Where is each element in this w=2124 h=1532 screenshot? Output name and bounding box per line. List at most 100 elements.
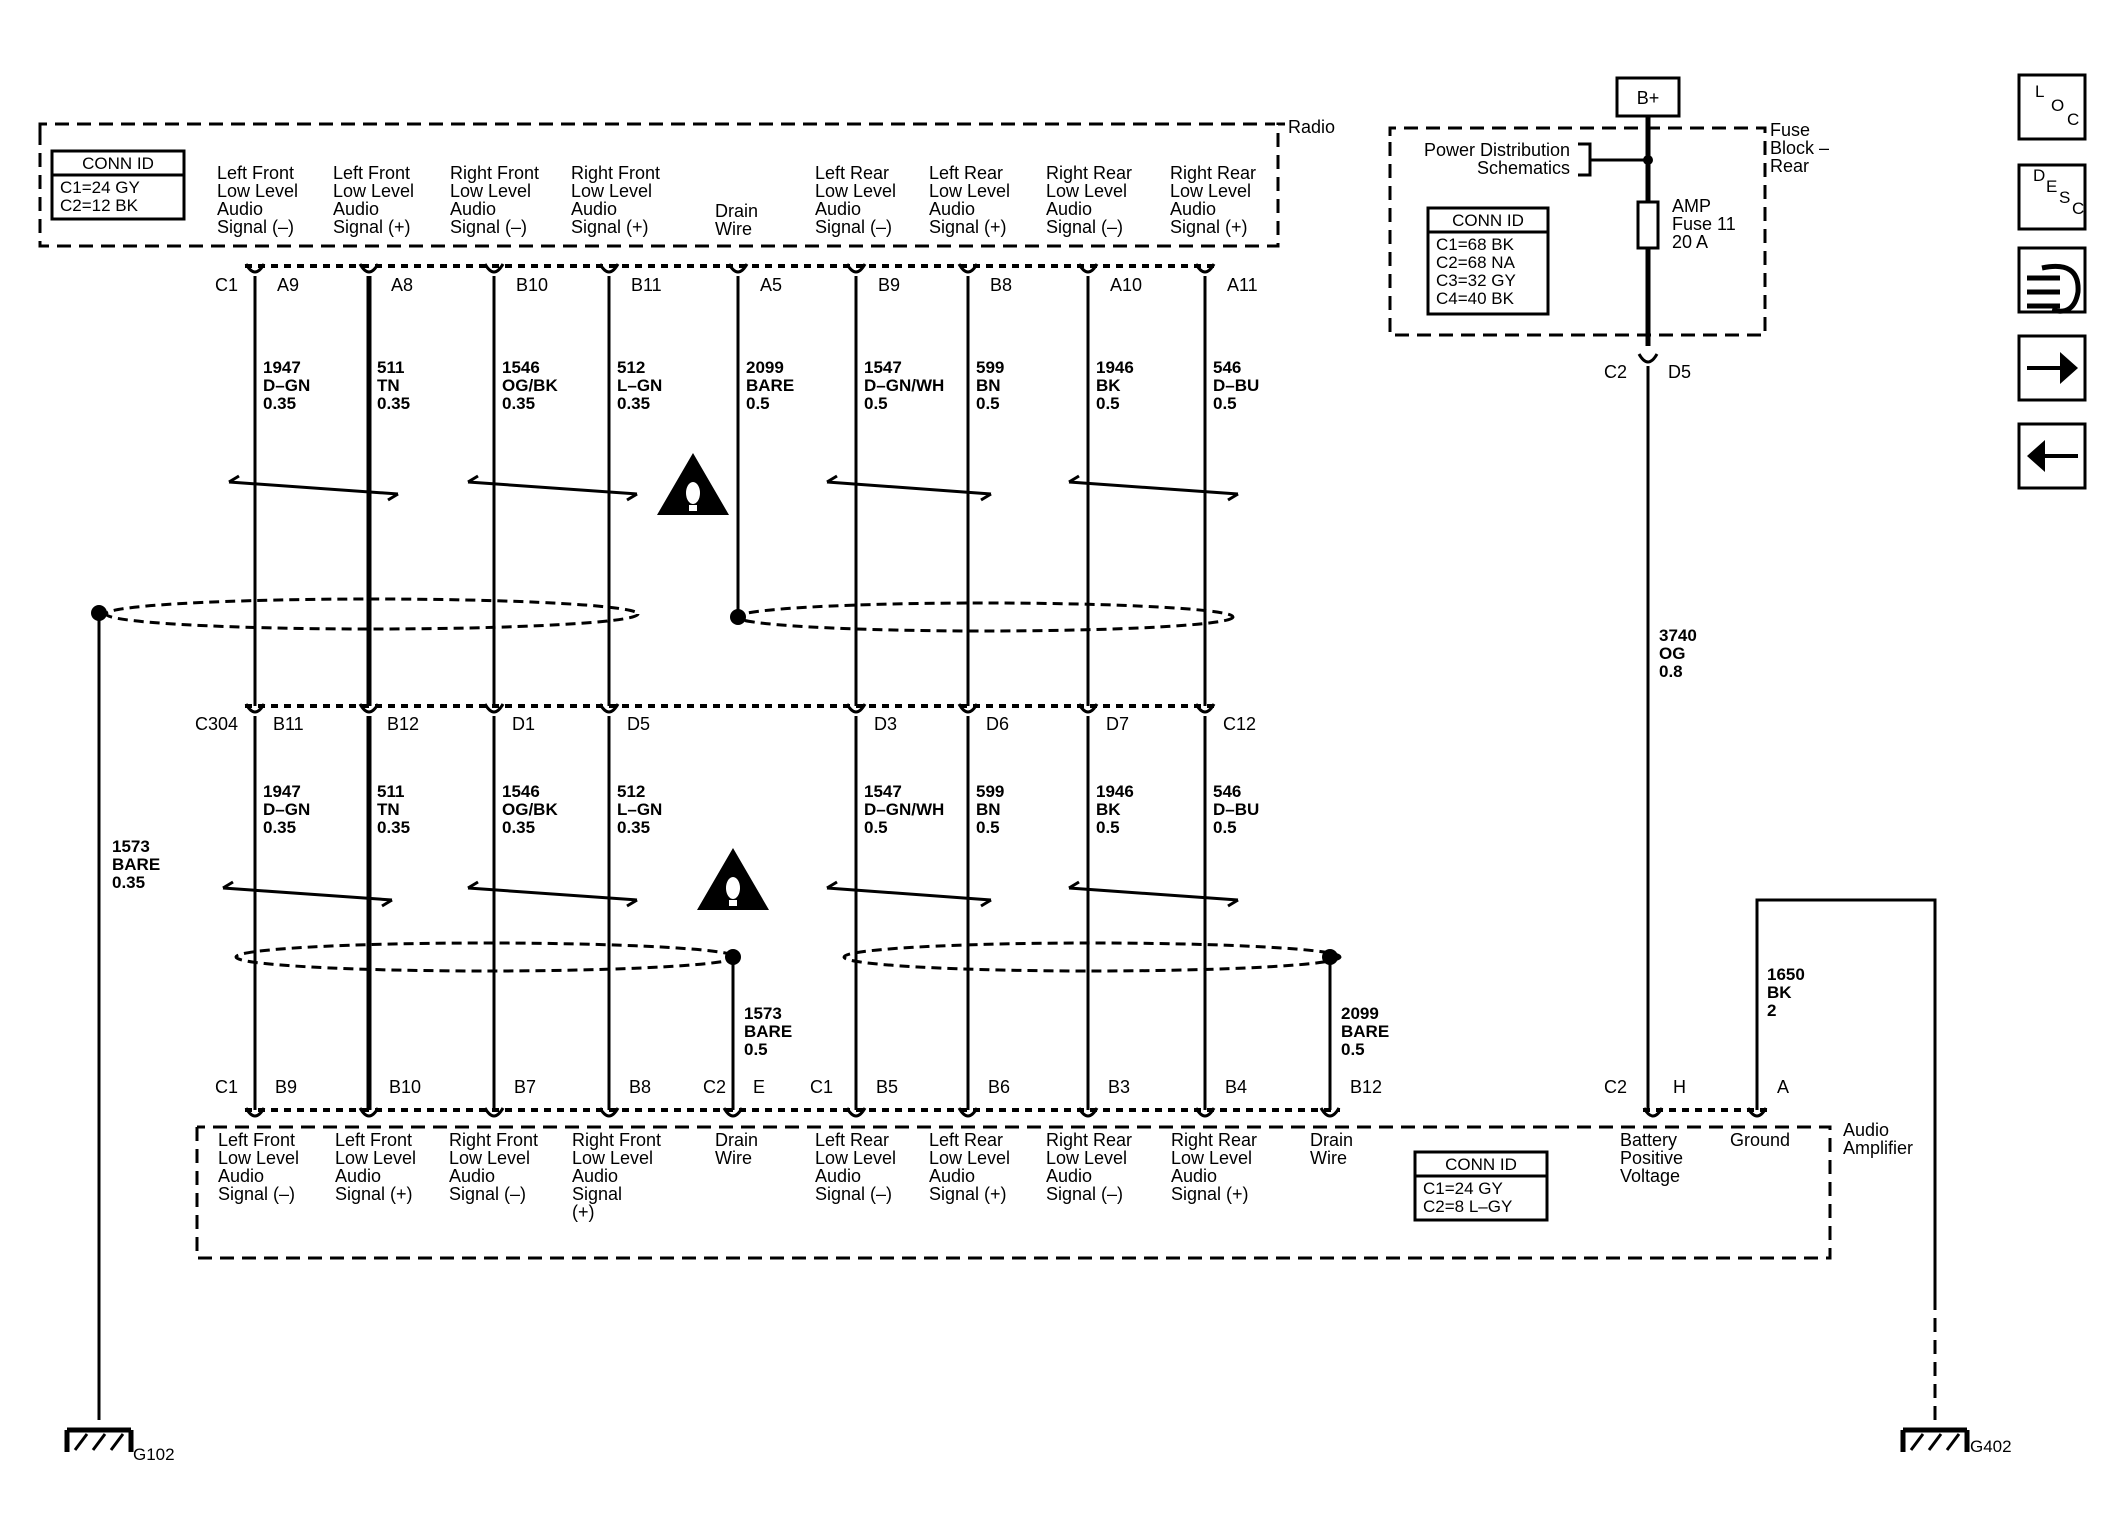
wire-label-lower-line: 1547 bbox=[864, 782, 902, 801]
radio-pin-label: A9 bbox=[277, 275, 299, 295]
loc-button-frame[interactable] bbox=[2017, 73, 2087, 141]
drain-wire-label-amp-left-line: 0.5 bbox=[744, 1040, 768, 1059]
amp-signal-label-line: Signal (+) bbox=[929, 1184, 1007, 1204]
wire-label-upper-line: OG/BK bbox=[502, 376, 558, 395]
wire-label-lower-line: 0.35 bbox=[377, 818, 410, 837]
fuse-block-pin-terminal bbox=[1637, 353, 1659, 364]
ground-symbol-g402 bbox=[1900, 1427, 1970, 1452]
drain-wire-label-g102-line: 1573 bbox=[112, 837, 150, 856]
twisted-pair-rr bbox=[1068, 474, 1239, 502]
radio-pin-label: A11 bbox=[1227, 275, 1258, 295]
wire-label-lower-line: D–GN bbox=[263, 800, 310, 819]
twist-line bbox=[1068, 886, 1239, 902]
wire-label-upper-line: 1946 bbox=[1096, 358, 1134, 377]
amp-signal-label-line: Audio bbox=[335, 1166, 381, 1186]
loc-button-letters: LOC bbox=[2035, 82, 2079, 129]
radio-signal-label-line: Low Level bbox=[450, 181, 531, 201]
radio-connector-c1: C1 bbox=[215, 275, 238, 295]
fuse-label-line: 20 A bbox=[1672, 232, 1708, 252]
amp-pin-label: A bbox=[1777, 1077, 1789, 1097]
wire-label-upper-line: BK bbox=[1096, 376, 1121, 395]
c304-pin-label: B12 bbox=[387, 714, 419, 734]
amp-signal-label-line: Battery bbox=[1620, 1130, 1677, 1150]
drain-wire-label-amp-right-line: 0.5 bbox=[1341, 1040, 1365, 1059]
desc-letter: E bbox=[2046, 177, 2057, 196]
twist-tick bbox=[626, 898, 638, 908]
radio-signal-label-line: Right Rear bbox=[1046, 163, 1132, 183]
wire-label-lower-line: 599 bbox=[976, 782, 1004, 801]
twisted-pair-lr-lower bbox=[826, 880, 992, 908]
left-arrow-icon bbox=[2027, 440, 2078, 472]
amp-signal-label-line: Right Rear bbox=[1046, 1130, 1132, 1150]
twist-line bbox=[467, 886, 638, 902]
desc-button[interactable] bbox=[2017, 163, 2087, 231]
right-arrow-icon bbox=[2027, 352, 2078, 384]
amp-signal-label-line: Signal (–) bbox=[449, 1184, 526, 1204]
radio-pin-terminal bbox=[598, 263, 620, 274]
amp-signal-label-line: Voltage bbox=[1620, 1166, 1680, 1186]
amp-pin-terminal bbox=[1077, 1107, 1099, 1118]
amp-pin-label: B4 bbox=[1225, 1077, 1247, 1097]
desc-letter: D bbox=[2033, 166, 2045, 185]
conn-id-header: CONN ID bbox=[1452, 211, 1524, 230]
wire-label-lower-line: 1947 bbox=[263, 782, 301, 801]
fuse-block-connector: C2 bbox=[1604, 362, 1627, 382]
conn-id-line: C1=24 GY bbox=[60, 178, 140, 197]
fuse-block-title-line: Block – bbox=[1770, 138, 1829, 158]
loc-letter: L bbox=[2035, 82, 2044, 101]
c304-pin-terminal bbox=[483, 703, 505, 714]
power-distribution-bracket bbox=[1578, 142, 1648, 177]
ground-wire-label-line: BK bbox=[1767, 983, 1792, 1002]
ground-hatch bbox=[109, 1433, 125, 1451]
wire-label-lower-line: BK bbox=[1096, 800, 1121, 819]
amp-signal-label-line: Audio bbox=[218, 1166, 264, 1186]
radio-signal-label-line: Low Level bbox=[1046, 181, 1127, 201]
twist-tick bbox=[1068, 880, 1080, 890]
fuse-label-line: AMP bbox=[1672, 196, 1711, 216]
power-wire-label-line: 0.8 bbox=[1659, 662, 1683, 681]
ground-hatch bbox=[1945, 1433, 1961, 1451]
twist-tick bbox=[1227, 898, 1239, 908]
amplifier-outline bbox=[195, 1125, 1832, 1260]
twist-tick bbox=[467, 880, 479, 890]
amp-signal-label-line: Audio bbox=[1046, 1166, 1092, 1186]
amp-signal-label-line: Signal (–) bbox=[815, 1184, 892, 1204]
conn-id-line: C2=12 BK bbox=[60, 196, 139, 215]
fuse-block-outline bbox=[1388, 126, 1767, 337]
wire-label-upper-line: BN bbox=[976, 376, 1001, 395]
radio-signal-label-line: Audio bbox=[571, 199, 617, 219]
amp-pin-label: B10 bbox=[389, 1077, 421, 1097]
wire-label-upper-line: 1947 bbox=[263, 358, 301, 377]
twist-tick bbox=[228, 474, 240, 484]
amp-pin-terminal bbox=[1319, 1107, 1341, 1118]
conn-id-line: C1=24 GY bbox=[1423, 1179, 1503, 1198]
conn-id-box-frame bbox=[50, 149, 186, 221]
radio-signal-label-line: Low Level bbox=[217, 181, 298, 201]
wire-label-lower-line: OG/BK bbox=[502, 800, 558, 819]
amp-signal-label-line: Signal bbox=[572, 1184, 622, 1204]
amp-signal-label-line: Right Front bbox=[572, 1130, 661, 1150]
amp-pin-label: B9 bbox=[275, 1077, 297, 1097]
loc-button[interactable] bbox=[2017, 73, 2087, 141]
twist-line bbox=[467, 480, 638, 496]
fuse-label-line: Fuse 11 bbox=[1672, 214, 1736, 234]
desc-button-frame[interactable] bbox=[2017, 163, 2087, 231]
